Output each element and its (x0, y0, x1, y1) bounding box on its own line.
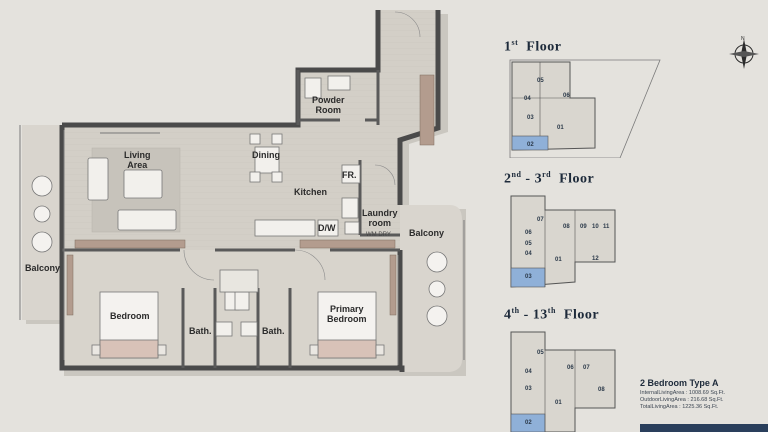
kitchen-counter (254, 219, 316, 237)
laundry-room-label: Laundry room (362, 208, 398, 228)
unit-label: 04 (524, 96, 531, 102)
balcony-left-area (22, 125, 62, 320)
unit-label: 06 (525, 230, 532, 236)
internal-area: InternalLivingArea : 1008.69 Sq.Ft. (640, 390, 725, 396)
unit-label: 03 (525, 274, 532, 280)
unit-label: 08 (563, 224, 570, 230)
unit-label: 02 (527, 142, 534, 148)
outdoor-area: OutdoorLivingArea : 216.68 Sq.Ft. (640, 397, 724, 403)
unit-label: 02 (525, 420, 532, 426)
dining-label: Dining (252, 150, 280, 160)
unit-label: 06 (563, 93, 570, 99)
key-plan-1 (509, 59, 661, 158)
balcony-left-label: Balcony (25, 263, 61, 273)
unit-label: 10 (592, 224, 599, 230)
unit-label: 12 (592, 256, 599, 262)
unit-label: 05 (525, 241, 532, 247)
dishwasher-label: D/W (318, 223, 336, 233)
sofa (87, 157, 109, 201)
key-plan-2 (510, 195, 616, 288)
compass-n: N (741, 36, 745, 42)
unit-label: 07 (537, 217, 544, 223)
highlighted-unit (511, 135, 549, 151)
primary-bedroom-label: Primary Bedroom (327, 304, 367, 324)
unit-label: 06 (567, 365, 574, 371)
total-area: TotalLivingArea : 1225.36 Sq.Ft. (640, 404, 719, 410)
key-plan-3-title: 4th - 13th Floor (504, 306, 600, 323)
living-area-label: Living Area (124, 150, 151, 170)
kitchen-label: Kitchen (294, 187, 328, 197)
unit-label: 04 (525, 369, 532, 375)
bedroom-label: Bedroom (110, 311, 150, 321)
unit-label: 11 (603, 224, 610, 230)
unit-label: 08 (598, 387, 605, 393)
unit-label: 03 (525, 386, 532, 392)
coffee-table (123, 169, 163, 199)
unit-label: 04 (525, 251, 532, 257)
fridge-label: FR. (342, 170, 357, 180)
laundry-note: WM DRY (366, 232, 391, 238)
bath-left-label: Bath. (189, 326, 212, 336)
unit-label: 01 (555, 400, 562, 406)
unit-label: 03 (527, 115, 534, 121)
dining-table (254, 146, 280, 174)
unit-type: 2 Bedroom Type A (640, 378, 719, 388)
footer-bar (640, 424, 768, 432)
unit-label: 05 (537, 78, 544, 84)
key-plan-1-title: 1st Floor (504, 38, 562, 55)
unit-label: 01 (557, 125, 564, 131)
key-plan-3 (510, 331, 616, 432)
key-plan-2-title: 2nd - 3rd Floor (504, 170, 595, 187)
unit-info: 2 Bedroom Type A InternalLivingArea : 10… (640, 378, 725, 411)
bath-right-label: Bath. (262, 326, 285, 336)
unit-label: 07 (583, 365, 590, 371)
unit-label: 05 (537, 350, 544, 356)
sofa-front (117, 209, 177, 231)
compass-icon: N (729, 36, 759, 69)
unit-label: 09 (580, 224, 587, 230)
powder-room-label: Powder Room (312, 95, 345, 115)
balcony-right-label: Balcony (409, 228, 445, 238)
unit-label: 01 (555, 257, 562, 263)
